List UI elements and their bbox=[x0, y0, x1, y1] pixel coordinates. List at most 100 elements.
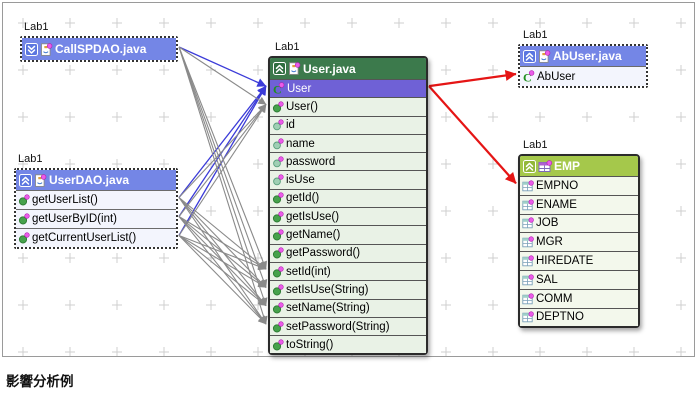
emp-row-hiredate[interactable]: HIREDATE bbox=[520, 251, 638, 270]
member-label: name bbox=[286, 137, 315, 150]
userdao-header[interactable]: UserDAO.java bbox=[16, 170, 176, 190]
member-label: getPassword() bbox=[286, 247, 361, 260]
userdao-group-label: Lab1 bbox=[18, 153, 43, 165]
user-row-isuse[interactable]: isUse bbox=[270, 170, 426, 189]
user-row-user[interactable]: User() bbox=[270, 97, 426, 116]
edge-user:0-to-emp:0 bbox=[428, 85, 517, 185]
member-label: SAL bbox=[536, 273, 558, 286]
abuser-row-abuser[interactable]: C AbUser bbox=[520, 66, 646, 86]
user-row-name[interactable]: name bbox=[270, 133, 426, 153]
user-row-getid[interactable]: getId() bbox=[270, 188, 426, 208]
method-icon bbox=[272, 284, 284, 296]
member-label: AbUser bbox=[537, 70, 576, 83]
user-row-getisuse[interactable]: getIsUse() bbox=[270, 207, 426, 226]
member-label: setId(int) bbox=[286, 265, 331, 278]
edge-userdao:0-to-user:1 bbox=[178, 104, 267, 198]
user-row-getpassword[interactable]: getPassword() bbox=[270, 243, 426, 262]
field-icon bbox=[272, 119, 284, 131]
user-row-password[interactable]: password bbox=[270, 152, 426, 171]
edge-userdao:0-to-user:0 bbox=[178, 85, 267, 198]
edge-userdao:2-to-user:1 bbox=[178, 104, 267, 236]
user-row-setname-string[interactable]: setName(String) bbox=[270, 298, 426, 317]
emp-row-deptno[interactable]: DEPTNO bbox=[520, 307, 638, 327]
edge-callspdao-to-user:13 bbox=[178, 46, 268, 325]
edge-user:0-to-abuser:0 bbox=[428, 69, 517, 88]
table-icon bbox=[538, 159, 552, 173]
emp-row-empno[interactable]: EMPNO bbox=[520, 176, 638, 195]
java-file-icon bbox=[538, 49, 551, 63]
user-row-getname[interactable]: getName() bbox=[270, 225, 426, 244]
abuser-group-label: Lab1 bbox=[523, 29, 548, 41]
callspdao-header[interactable]: CallSPDAO.java bbox=[22, 38, 176, 60]
user-header[interactable]: User.java bbox=[270, 58, 426, 79]
member-label: setPassword(String) bbox=[286, 320, 390, 333]
member-label: COMM bbox=[536, 292, 573, 305]
member-label: JOB bbox=[536, 217, 559, 230]
method-icon bbox=[18, 232, 30, 244]
userdao-box[interactable]: UserDAO.java getUserList()getUserByID(int… bbox=[14, 168, 178, 249]
emp-group-label: Lab1 bbox=[523, 139, 548, 151]
expand-icon[interactable] bbox=[25, 42, 38, 56]
emp-row-ename[interactable]: ENAME bbox=[520, 194, 638, 214]
edge-userdao:2-to-user:11 bbox=[178, 235, 267, 288]
emp-row-sal[interactable]: SAL bbox=[520, 269, 638, 289]
member-label: isUse bbox=[286, 174, 315, 187]
userdao-row-getuserbyid-int[interactable]: getUserByID(int) bbox=[16, 209, 176, 228]
member-label: setIsUse(String) bbox=[286, 283, 369, 296]
userdao-row-getuserlist[interactable]: getUserList() bbox=[16, 190, 176, 209]
svg-text:C: C bbox=[523, 70, 532, 83]
column-icon bbox=[522, 199, 534, 211]
field-icon bbox=[272, 174, 284, 186]
user-row-setid-int[interactable]: setId(int) bbox=[270, 261, 426, 281]
emp-row-job[interactable]: JOB bbox=[520, 213, 638, 233]
member-label: HIREDATE bbox=[536, 255, 594, 268]
edge-callspdao-to-user:0 bbox=[178, 46, 267, 87]
user-row-id[interactable]: id bbox=[270, 115, 426, 134]
method-icon bbox=[18, 194, 30, 206]
column-icon bbox=[522, 180, 534, 192]
method-icon bbox=[272, 320, 284, 333]
java-file-icon bbox=[288, 62, 301, 75]
member-label: getName() bbox=[286, 229, 341, 242]
method-icon bbox=[272, 266, 284, 278]
abuser-header[interactable]: AbUser.java bbox=[520, 46, 646, 66]
member-label: getIsUse() bbox=[286, 210, 340, 223]
user-row-setisuse-string[interactable]: setIsUse(String) bbox=[270, 280, 426, 299]
member-label: User() bbox=[286, 100, 318, 113]
method-icon bbox=[272, 229, 284, 241]
emp-row-comm[interactable]: COMM bbox=[520, 288, 638, 308]
abuser-title: AbUser.java bbox=[553, 49, 622, 63]
user-row-setpassword-string[interactable]: setPassword(String) bbox=[270, 316, 426, 336]
edge-userdao:2-to-user:10 bbox=[178, 234, 267, 271]
member-label: ENAME bbox=[536, 198, 577, 211]
caption: 影響分析例 bbox=[6, 374, 74, 389]
collapse-icon[interactable] bbox=[523, 159, 536, 173]
member-label: User bbox=[287, 82, 312, 95]
method-icon bbox=[272, 302, 284, 314]
column-icon bbox=[522, 293, 534, 305]
java-file-icon bbox=[34, 173, 47, 187]
collapse-icon[interactable] bbox=[19, 173, 32, 187]
member-label: MGR bbox=[536, 236, 563, 249]
edge-callspdao-to-user:10 bbox=[178, 46, 267, 270]
method-icon bbox=[272, 247, 284, 259]
member-label: DEPTNO bbox=[536, 311, 584, 324]
userdao-title: UserDAO.java bbox=[49, 173, 130, 187]
emp-row-mgr[interactable]: MGR bbox=[520, 232, 638, 252]
column-icon bbox=[522, 236, 534, 248]
callspdao-box[interactable]: CallSPDAO.java bbox=[20, 36, 178, 62]
java-file-icon bbox=[40, 42, 53, 56]
method-icon bbox=[272, 211, 284, 223]
user-row-tostring[interactable]: toString() bbox=[270, 335, 426, 354]
collapse-icon[interactable] bbox=[523, 49, 536, 63]
member-label: setName(String) bbox=[286, 302, 370, 315]
collapse-icon[interactable] bbox=[273, 62, 286, 75]
callspdao-title: CallSPDAO.java bbox=[55, 42, 147, 56]
emp-header[interactable]: EMP bbox=[520, 156, 638, 176]
userdao-row-getcurrentuserlist[interactable]: getCurrentUserList() bbox=[16, 228, 176, 247]
